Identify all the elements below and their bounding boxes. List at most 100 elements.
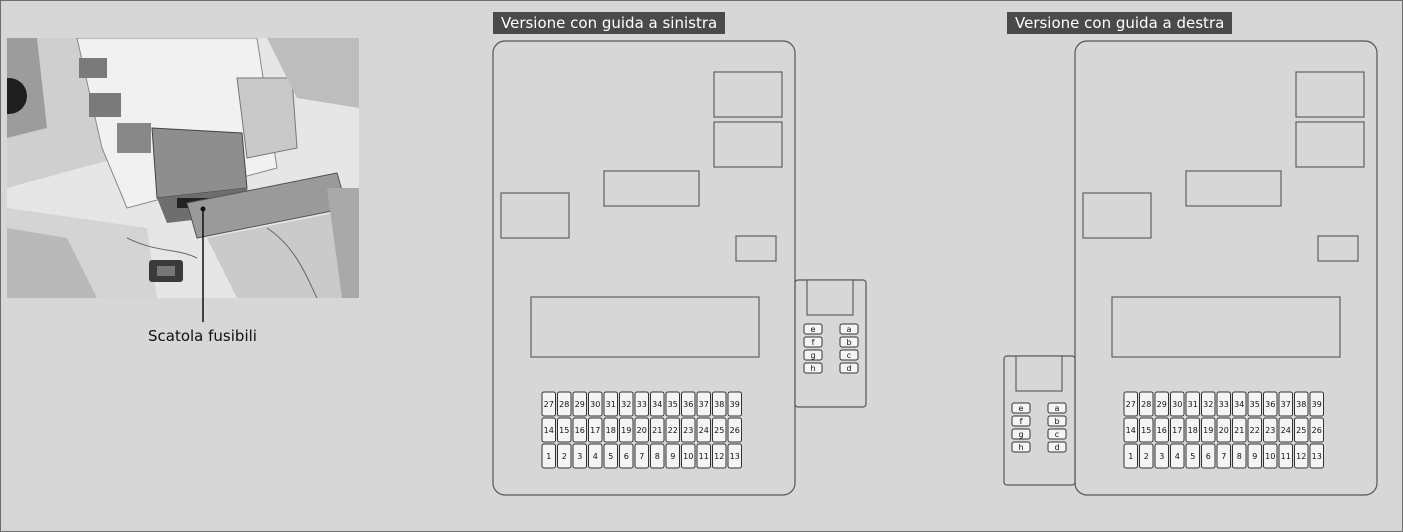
fuse-number: 11 [1281, 452, 1291, 461]
fuse-number: 35 [668, 400, 678, 409]
fuse-number: 19 [621, 426, 631, 435]
fuse-number: 13 [1312, 452, 1322, 461]
fuse-slot [1232, 443, 1247, 469]
fuse-number: 20 [1219, 426, 1229, 435]
fuse-slot [727, 417, 742, 443]
fuse-number: 18 [606, 426, 616, 435]
fuse-slot [727, 443, 742, 469]
fuse-slot [1123, 391, 1138, 417]
sub-fuse-letter: c [847, 351, 851, 360]
sub-fuse-slot [1011, 441, 1031, 453]
fuse-slot [1216, 443, 1231, 469]
fuse-number: 12 [714, 452, 724, 461]
fuse-number: 21 [1234, 426, 1244, 435]
fuse-slot [588, 417, 603, 443]
fuse-slot [1263, 391, 1278, 417]
fuse-slot [1278, 391, 1293, 417]
fuse-number: 30 [590, 400, 600, 409]
fuse-number: 12 [1296, 452, 1306, 461]
fuse-number: 18 [1188, 426, 1198, 435]
relay-block [1317, 235, 1359, 262]
fuse-slot [712, 443, 727, 469]
fuse-slot [588, 443, 603, 469]
fuse-slot [1216, 417, 1231, 443]
fuse-slot [1170, 443, 1185, 469]
fuse-number: 26 [730, 426, 740, 435]
sub-fuse-slot [839, 362, 859, 374]
fuse-slot [634, 417, 649, 443]
fuse-slot [1309, 391, 1324, 417]
fuse-number: 29 [1157, 400, 1167, 409]
relay-block [713, 71, 783, 118]
fuse-slot [1278, 417, 1293, 443]
sub-relay-block [1015, 355, 1063, 392]
fuse-number: 10 [683, 452, 693, 461]
fuse-slot [1123, 417, 1138, 443]
sub-fuse-letter: e [1019, 404, 1024, 413]
fuse-slot [619, 443, 634, 469]
fuse-number: 11 [699, 452, 709, 461]
fuse-slot [650, 443, 665, 469]
fuse-slot [1185, 391, 1200, 417]
fuse-number: 4 [593, 452, 598, 461]
fuse-slot [1232, 417, 1247, 443]
fuse-number: 36 [683, 400, 693, 409]
fuse-number: 25 [714, 426, 724, 435]
fuse-slot [634, 391, 649, 417]
sub-fuse-letter: a [1055, 404, 1060, 413]
sub-fuse-letter: d [1054, 443, 1059, 452]
relay-block [1082, 192, 1152, 239]
fuse-slot [541, 443, 556, 469]
fuse-slot [1123, 443, 1138, 469]
fuse-number: 9 [1252, 452, 1257, 461]
fuse-number: 37 [1281, 400, 1291, 409]
sub-fuse-slot [1047, 415, 1067, 427]
fuse-number: 5 [608, 452, 613, 461]
relay-block [1185, 170, 1282, 207]
fuse-number: 17 [590, 426, 600, 435]
fuse-slot [1309, 443, 1324, 469]
fuse-slot [1247, 443, 1262, 469]
fuse-slot [1154, 443, 1169, 469]
fuse-slot [1154, 391, 1169, 417]
sub-fuse-letter: f [812, 338, 815, 347]
fuse-slot [681, 417, 696, 443]
sub-fuse-slot [803, 349, 823, 361]
fuse-number: 27 [544, 400, 554, 409]
fuse-slot [1170, 391, 1185, 417]
dashboard-illustration [7, 38, 359, 298]
fuse-number: 7 [639, 452, 644, 461]
relay-block [713, 121, 783, 168]
fuse-number: 14 [544, 426, 554, 435]
fuse-number: 38 [1296, 400, 1306, 409]
fuse-number: 27 [1126, 400, 1136, 409]
fuse-number: 28 [559, 400, 569, 409]
fuse-number: 21 [652, 426, 662, 435]
fuse-number: 28 [1141, 400, 1151, 409]
fuse-slot [1247, 391, 1262, 417]
sub-relay-block [806, 279, 854, 316]
sub-fuse-slot [1011, 415, 1031, 427]
sub-fuse-letter: g [810, 351, 815, 360]
fuse-number: 39 [730, 400, 740, 409]
fuse-slot [665, 443, 680, 469]
fuse-number: 36 [1265, 400, 1275, 409]
fuse-slot [1201, 443, 1216, 469]
sub-fuse-letter: e [811, 325, 816, 334]
sub-fuse-slot [803, 323, 823, 335]
fuse-slot [541, 417, 556, 443]
fuse-number: 8 [1237, 452, 1242, 461]
sub-fuse-slot [1011, 402, 1031, 414]
relay-block [603, 170, 700, 207]
fuse-number: 6 [624, 452, 629, 461]
fuse-number: 8 [655, 452, 660, 461]
fuse-slot [1185, 443, 1200, 469]
fuse-number: 14 [1126, 426, 1136, 435]
fuse-number: 16 [1157, 426, 1167, 435]
fuse-slot [603, 417, 618, 443]
connector-block [1111, 296, 1341, 358]
fuse-slot [1278, 443, 1293, 469]
fuse-slot [650, 391, 665, 417]
